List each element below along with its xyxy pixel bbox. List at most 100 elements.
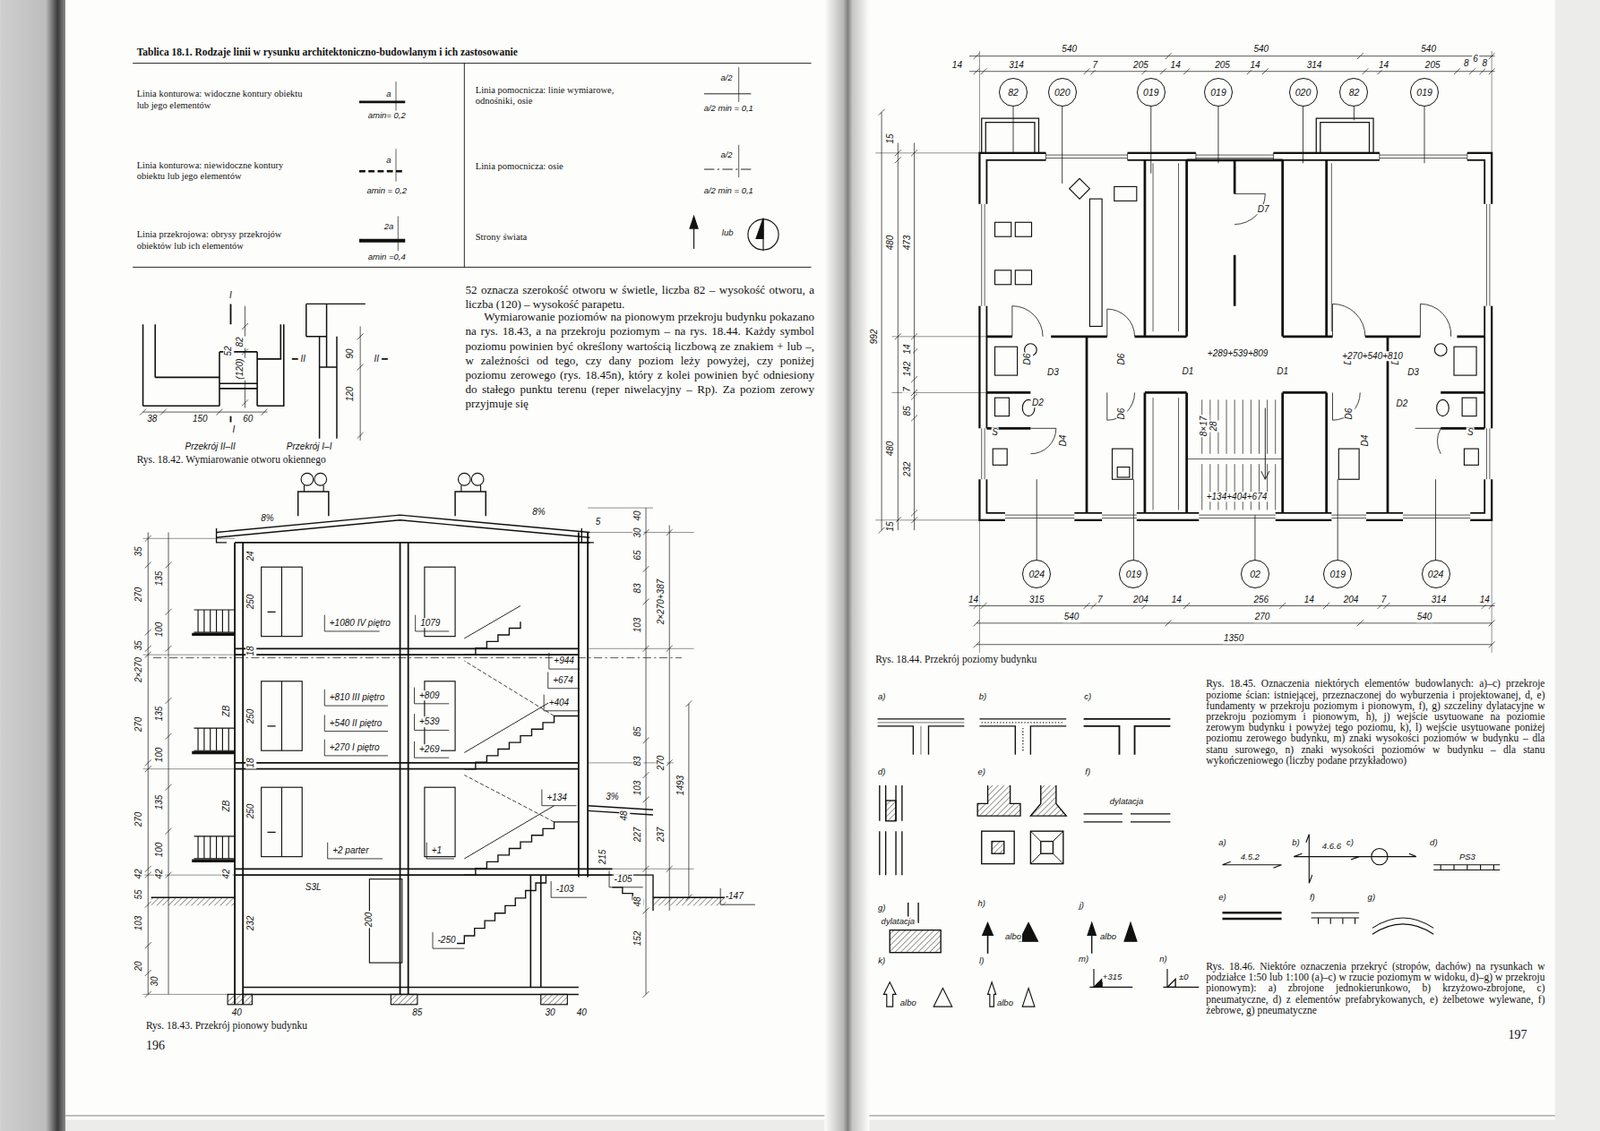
floor-plan-drawing: [875, 153, 987, 521]
dimension: 8%: [531, 507, 546, 518]
dimension: 103: [632, 780, 644, 798]
symbol-label: 4.5.2: [1239, 851, 1261, 862]
callout-number: 024: [1427, 568, 1445, 580]
page-background: [824, 0, 869, 1131]
building-symbols-figure: [977, 785, 1021, 817]
vertical-section-drawing: [464, 605, 554, 859]
dimension: 103: [133, 914, 145, 932]
vertical-section-drawing: [424, 787, 456, 857]
table-heading: Tablica 18.1. Rodzaje linii w rysunku ar…: [137, 46, 518, 59]
level-mark: +270 I piętro: [328, 742, 381, 754]
callout-number: 019: [1210, 86, 1227, 98]
level-mark: +2 parter: [331, 845, 370, 857]
dimension: I: [231, 424, 236, 436]
symbol-label: c): [1083, 691, 1093, 702]
window-dimension-figure: [139, 303, 388, 441]
floor-plan-drawing: [1187, 399, 1283, 510]
ceiling-symbols-figure: [1293, 834, 1360, 885]
floor-plan-drawing: [1012, 193, 1452, 454]
dimension: 142: [902, 361, 913, 379]
vertical-section-drawing: [145, 535, 173, 998]
floor-plan-drawing: [977, 204, 990, 307]
floor-plan-drawing: [1436, 399, 1450, 416]
dimension: 540: [1252, 43, 1270, 55]
symbol-label: dylatacja: [880, 916, 917, 927]
dimension: ZB: [221, 799, 233, 813]
level-mark: +944: [552, 655, 576, 667]
symbol-label: h): [977, 899, 987, 910]
vertical-section-drawing: [324, 615, 756, 949]
dimension: 100: [154, 747, 165, 765]
symbol-label: a/2: [719, 72, 733, 83]
callout-number: 019: [1143, 86, 1160, 98]
dimension: 3%: [604, 791, 620, 803]
floor-plan-drawing: [878, 109, 918, 534]
dimension: 100: [154, 841, 165, 859]
dimension: (120): [234, 358, 246, 381]
dimension: 42: [154, 868, 165, 881]
dimension: 227: [632, 825, 644, 844]
symbol-label: amin= 0,2: [367, 110, 407, 121]
dimension: 135: [154, 794, 165, 812]
floor-plan-drawing: [1463, 448, 1479, 465]
symbol-label: amin = 0,2: [365, 186, 408, 197]
dimension: I: [228, 291, 233, 302]
line-type-table: [704, 93, 751, 95]
window-dimension-figure: [230, 303, 233, 422]
callout-number: 019: [1126, 568, 1143, 580]
floor-plan-drawing: [995, 222, 1012, 237]
dimension: Przekrój I–I: [285, 441, 334, 453]
dimension: 14: [1479, 594, 1491, 606]
dimension: 250: [245, 593, 257, 611]
vertical-section-drawing: [645, 507, 689, 995]
building-symbols-figure: [877, 719, 1200, 1007]
dimension: 40: [576, 1007, 588, 1019]
symbol-label: a): [1217, 837, 1227, 848]
vertical-section-drawing: [390, 994, 418, 1005]
dimension: 103: [632, 617, 644, 635]
table-cell: Strony świata: [475, 232, 629, 244]
floor-plan-drawing: [1114, 186, 1137, 201]
floor-plan-drawing: [1045, 151, 1127, 164]
symbol-label: k): [877, 955, 887, 966]
dimension: 14: [1377, 60, 1390, 71]
callout-number: 019: [1330, 568, 1347, 580]
floor-plan-drawing: [1482, 204, 1495, 307]
dimension: 135: [154, 705, 165, 723]
dimension: 540: [1419, 43, 1437, 55]
symbol-label: g): [1367, 893, 1377, 904]
body-text: Wymiarowanie poziomów na pionowym przekr…: [464, 309, 815, 412]
dimension: 60: [241, 413, 254, 425]
dimension: 2×270+387: [655, 578, 667, 627]
symbol-label: a: [385, 154, 392, 165]
level-mark: 1079: [419, 618, 441, 629]
symbol-label: c): [1345, 837, 1355, 848]
dimension: 20: [133, 960, 145, 973]
dimension: 480: [886, 440, 897, 458]
dimension: 30: [632, 526, 644, 539]
figure-caption: Rys. 18.46. Niektóre oznaczenia przekryć…: [1205, 961, 1545, 1016]
floor-plan-drawing: [1111, 448, 1133, 480]
dimension: 42: [133, 868, 145, 881]
dimension: 270: [1254, 611, 1272, 623]
floor-plan-drawing: [995, 270, 1012, 285]
building-symbols-figure: [1087, 923, 1096, 937]
symbol-label: a: [385, 88, 392, 99]
symbol-label: amin =0,4: [367, 252, 407, 263]
floor-plan-drawing: [969, 52, 1496, 75]
table-cell: Linia przekrojowa: obrysy przekrojów obi…: [137, 229, 306, 252]
dimension: D6: [1116, 352, 1127, 367]
line-type-table: [738, 145, 740, 178]
window-dimension-figure: [357, 326, 364, 441]
dimension: 120: [344, 385, 356, 403]
dimension: 204: [1132, 594, 1150, 606]
level-mark: +269: [418, 744, 441, 756]
level-mark: +134: [545, 792, 568, 804]
floor-plan-drawing: [1338, 448, 1360, 480]
building-symbols-figure: [877, 719, 965, 756]
callout-circle: 82: [998, 77, 1028, 107]
building-symbols-figure: [1040, 842, 1054, 855]
dimension: 14: [1169, 60, 1182, 71]
building-symbols-figure: [1124, 923, 1137, 942]
